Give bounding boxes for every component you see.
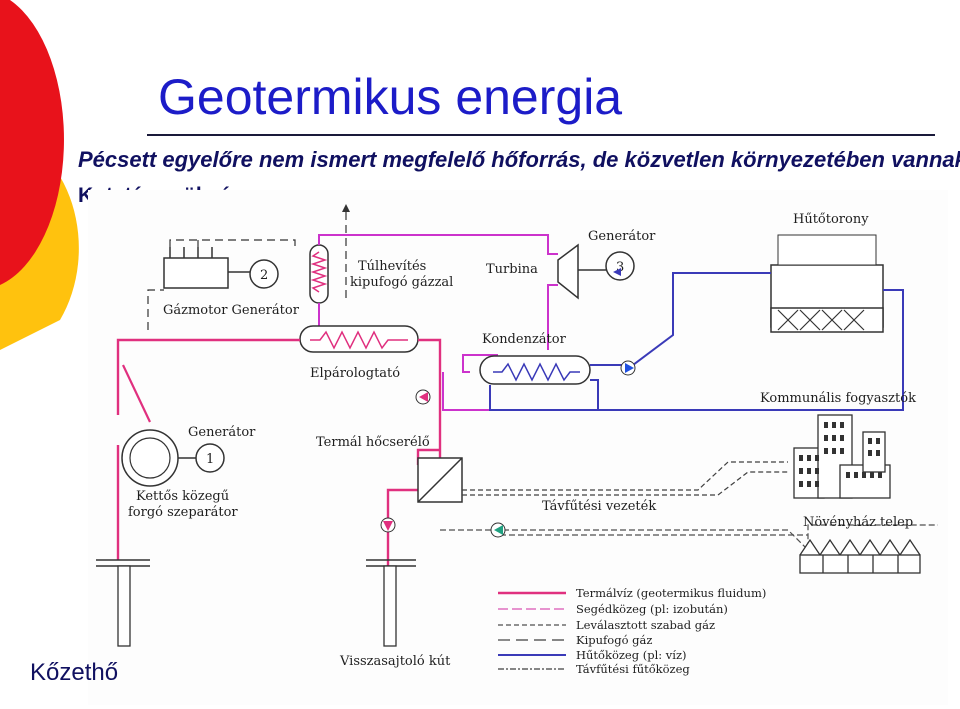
evaporator bbox=[299, 325, 419, 353]
label-num-3: 3 bbox=[616, 260, 624, 275]
label-generator-top: Generátor bbox=[588, 229, 656, 244]
label-separator-1: Kettős közegű bbox=[136, 489, 229, 504]
label-generator-left: Generátor bbox=[188, 425, 256, 440]
reinjection-well bbox=[366, 559, 416, 647]
label-evaporator: Elpárologtató bbox=[310, 366, 400, 381]
building-windows bbox=[799, 422, 882, 487]
label-turbine: Turbina bbox=[486, 262, 538, 277]
legend-item-district-heating: Távfűtési fűtőközeg bbox=[576, 662, 690, 676]
legend-item-released-gas: Leválasztott szabad gáz bbox=[576, 618, 715, 632]
title-underline bbox=[147, 134, 935, 136]
turbine bbox=[557, 243, 579, 300]
slide-decoration bbox=[0, 0, 79, 350]
slide-title: Geotermikus energia bbox=[158, 69, 623, 125]
body-line-1: Pécsett egyelőre nem ismert megfelelő hő… bbox=[78, 147, 960, 172]
gas-engine bbox=[163, 247, 229, 289]
generator-2-icon bbox=[249, 259, 279, 289]
label-cooling-tower: Hűtőtorony bbox=[793, 212, 869, 227]
footer-label: Kőzethő bbox=[30, 659, 119, 686]
label-superheat-2: kipufogó gázzal bbox=[350, 275, 453, 290]
label-superheat: Túlhevítés bbox=[358, 259, 426, 274]
generator-1-icon bbox=[195, 443, 225, 473]
legend-item-aux-medium: Segédközeg (pl: izobután) bbox=[576, 602, 728, 616]
condenser bbox=[479, 355, 591, 385]
label-num-2: 2 bbox=[260, 268, 268, 283]
geothermal-diagram: Hűtőtorony 3 Generátor Turbina 2 Gázmoto… bbox=[88, 190, 948, 705]
label-gas-engine-generator: Gázmotor Generátor bbox=[163, 303, 300, 318]
exhaust-pipe bbox=[169, 239, 296, 250]
label-num-1: 1 bbox=[206, 452, 214, 467]
legend-item-thermal-water: Termálvíz (geotermikus fluidum) bbox=[576, 586, 766, 600]
production-well bbox=[96, 559, 150, 647]
label-greenhouse: Növényház telep bbox=[803, 515, 913, 530]
label-district-heating: Távfűtési vezeték bbox=[542, 499, 656, 514]
label-communal: Kommunális fogyasztók bbox=[760, 391, 916, 406]
cooling-tower bbox=[770, 234, 884, 333]
label-reinjection: Visszasajtoló kút bbox=[339, 654, 451, 669]
label-thermal-hx: Termál hőcserélő bbox=[316, 435, 430, 450]
greenhouses bbox=[799, 538, 921, 574]
legend-item-coolant: Hűtőközeg (pl: víz) bbox=[576, 648, 687, 662]
legend: Termálvíz (geotermikus fluidum) Segédköz… bbox=[498, 586, 766, 676]
deco-red-arc bbox=[0, 0, 64, 285]
generator-3-icon bbox=[605, 251, 635, 281]
label-separator-2: forgó szeparátor bbox=[128, 505, 238, 520]
legend-item-exhaust-gas: Kipufogó gáz bbox=[576, 633, 652, 647]
label-condenser: Kondenzátor bbox=[482, 332, 567, 347]
